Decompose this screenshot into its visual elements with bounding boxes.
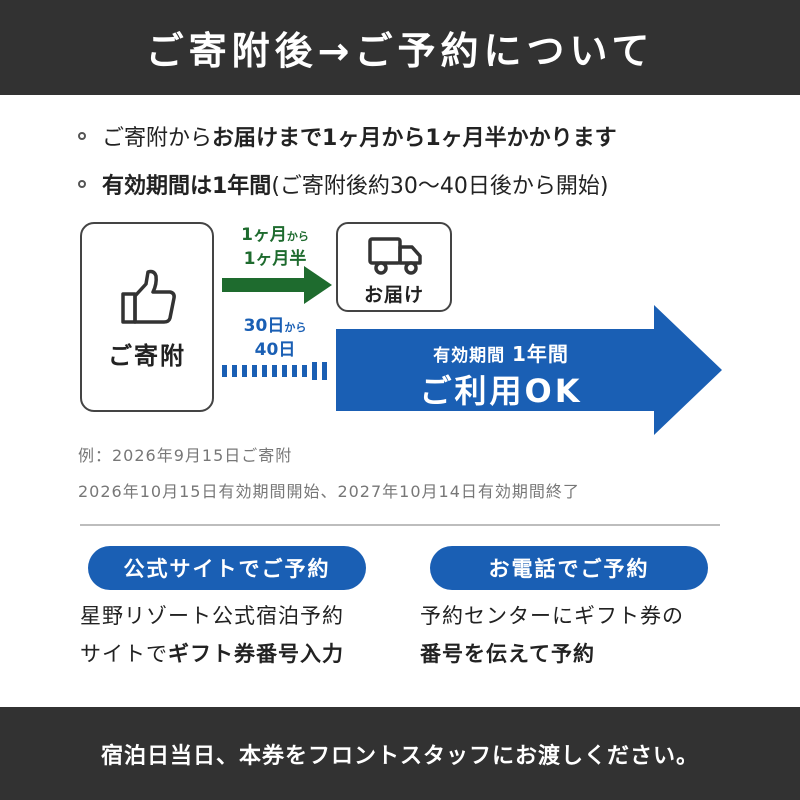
page-title: ご寄附後→ご予約について [145,29,655,73]
validity-period: 有効期間 1年間 [336,338,666,367]
bullet-icon [78,180,86,188]
validity-period-label: 有効期間 [433,346,506,366]
validity-arrow [336,305,722,435]
note-period-text: 有効期間は1年間 [102,174,272,199]
donation-card: ご寄附 [80,222,214,412]
page-header: ご寄附後→ご予約について [0,0,800,95]
web-reservation-description: 星野リゾート公式宿泊予約 サイトでギフト券番号入力 [80,597,410,673]
note-period: 有効期間は1年間(ご寄附後約30〜40日後から開始) [78,168,608,200]
footer-text: 宿泊日当日、本券をフロントスタッフにお渡しください。 [100,743,699,769]
start-duration-to: 40日 [254,340,296,360]
donation-label: ご寄附 [108,342,186,370]
delivery-duration-kara: から [286,230,309,243]
example-line-2: 2026年10月15日有効期間開始、2027年10月14日有効期間終了 [78,482,580,501]
note-delivery: ご寄附からお届けまで1ヶ月から1ヶ月半かかります [78,120,617,152]
web-reservation-badge: 公式サイトでご予約 [88,546,366,590]
start-dashed-line [222,362,327,380]
truck-icon [368,237,422,275]
web-reservation-line-2a: サイトで [80,642,168,666]
thumbs-up-icon [121,269,176,324]
page-footer: 宿泊日当日、本券をフロントスタッフにお渡しください。 [0,707,800,800]
delivery-card: お届け [336,222,452,312]
delivery-duration-to: 1ヶ月半 [243,249,307,269]
web-reservation-line-1: 星野リゾート公式宿泊予約 [80,604,344,628]
start-duration-from: 30日 [243,316,285,336]
note-delivery-prefix: ご寄附から [102,126,213,151]
note-delivery-text: お届けまで1ヶ月から1ヶ月半かかります [212,126,617,151]
delivery-arrow [222,266,332,304]
usage-ok-label: ご利用OK [419,372,583,410]
phone-reservation-description: 予約センターにギフト券の 番号を伝えて予約 [420,597,750,673]
web-reservation-line-2b: ギフト券番号入力 [168,642,344,666]
phone-reservation-line-1: 予約センターにギフト券の [420,604,684,628]
phone-reservation-line-2: 番号を伝えて予約 [420,642,595,666]
phone-reservation-badge: お電話でご予約 [430,546,708,590]
bullet-icon [78,132,86,140]
note-period-detail: (ご寄附後約30〜40日後から開始) [271,174,609,199]
divider [80,524,720,526]
delivery-label: お届け [363,284,424,306]
start-duration: 30日から 40日 [220,315,330,362]
delivery-duration-from: 1ヶ月 [241,225,287,245]
example-line-1: 例：2026年9月15日ご寄附 [78,446,293,465]
validity-period-value: 1年間 [512,342,569,366]
delivery-duration: 1ヶ月から 1ヶ月半 [220,224,330,271]
start-duration-kara: から [284,321,307,334]
